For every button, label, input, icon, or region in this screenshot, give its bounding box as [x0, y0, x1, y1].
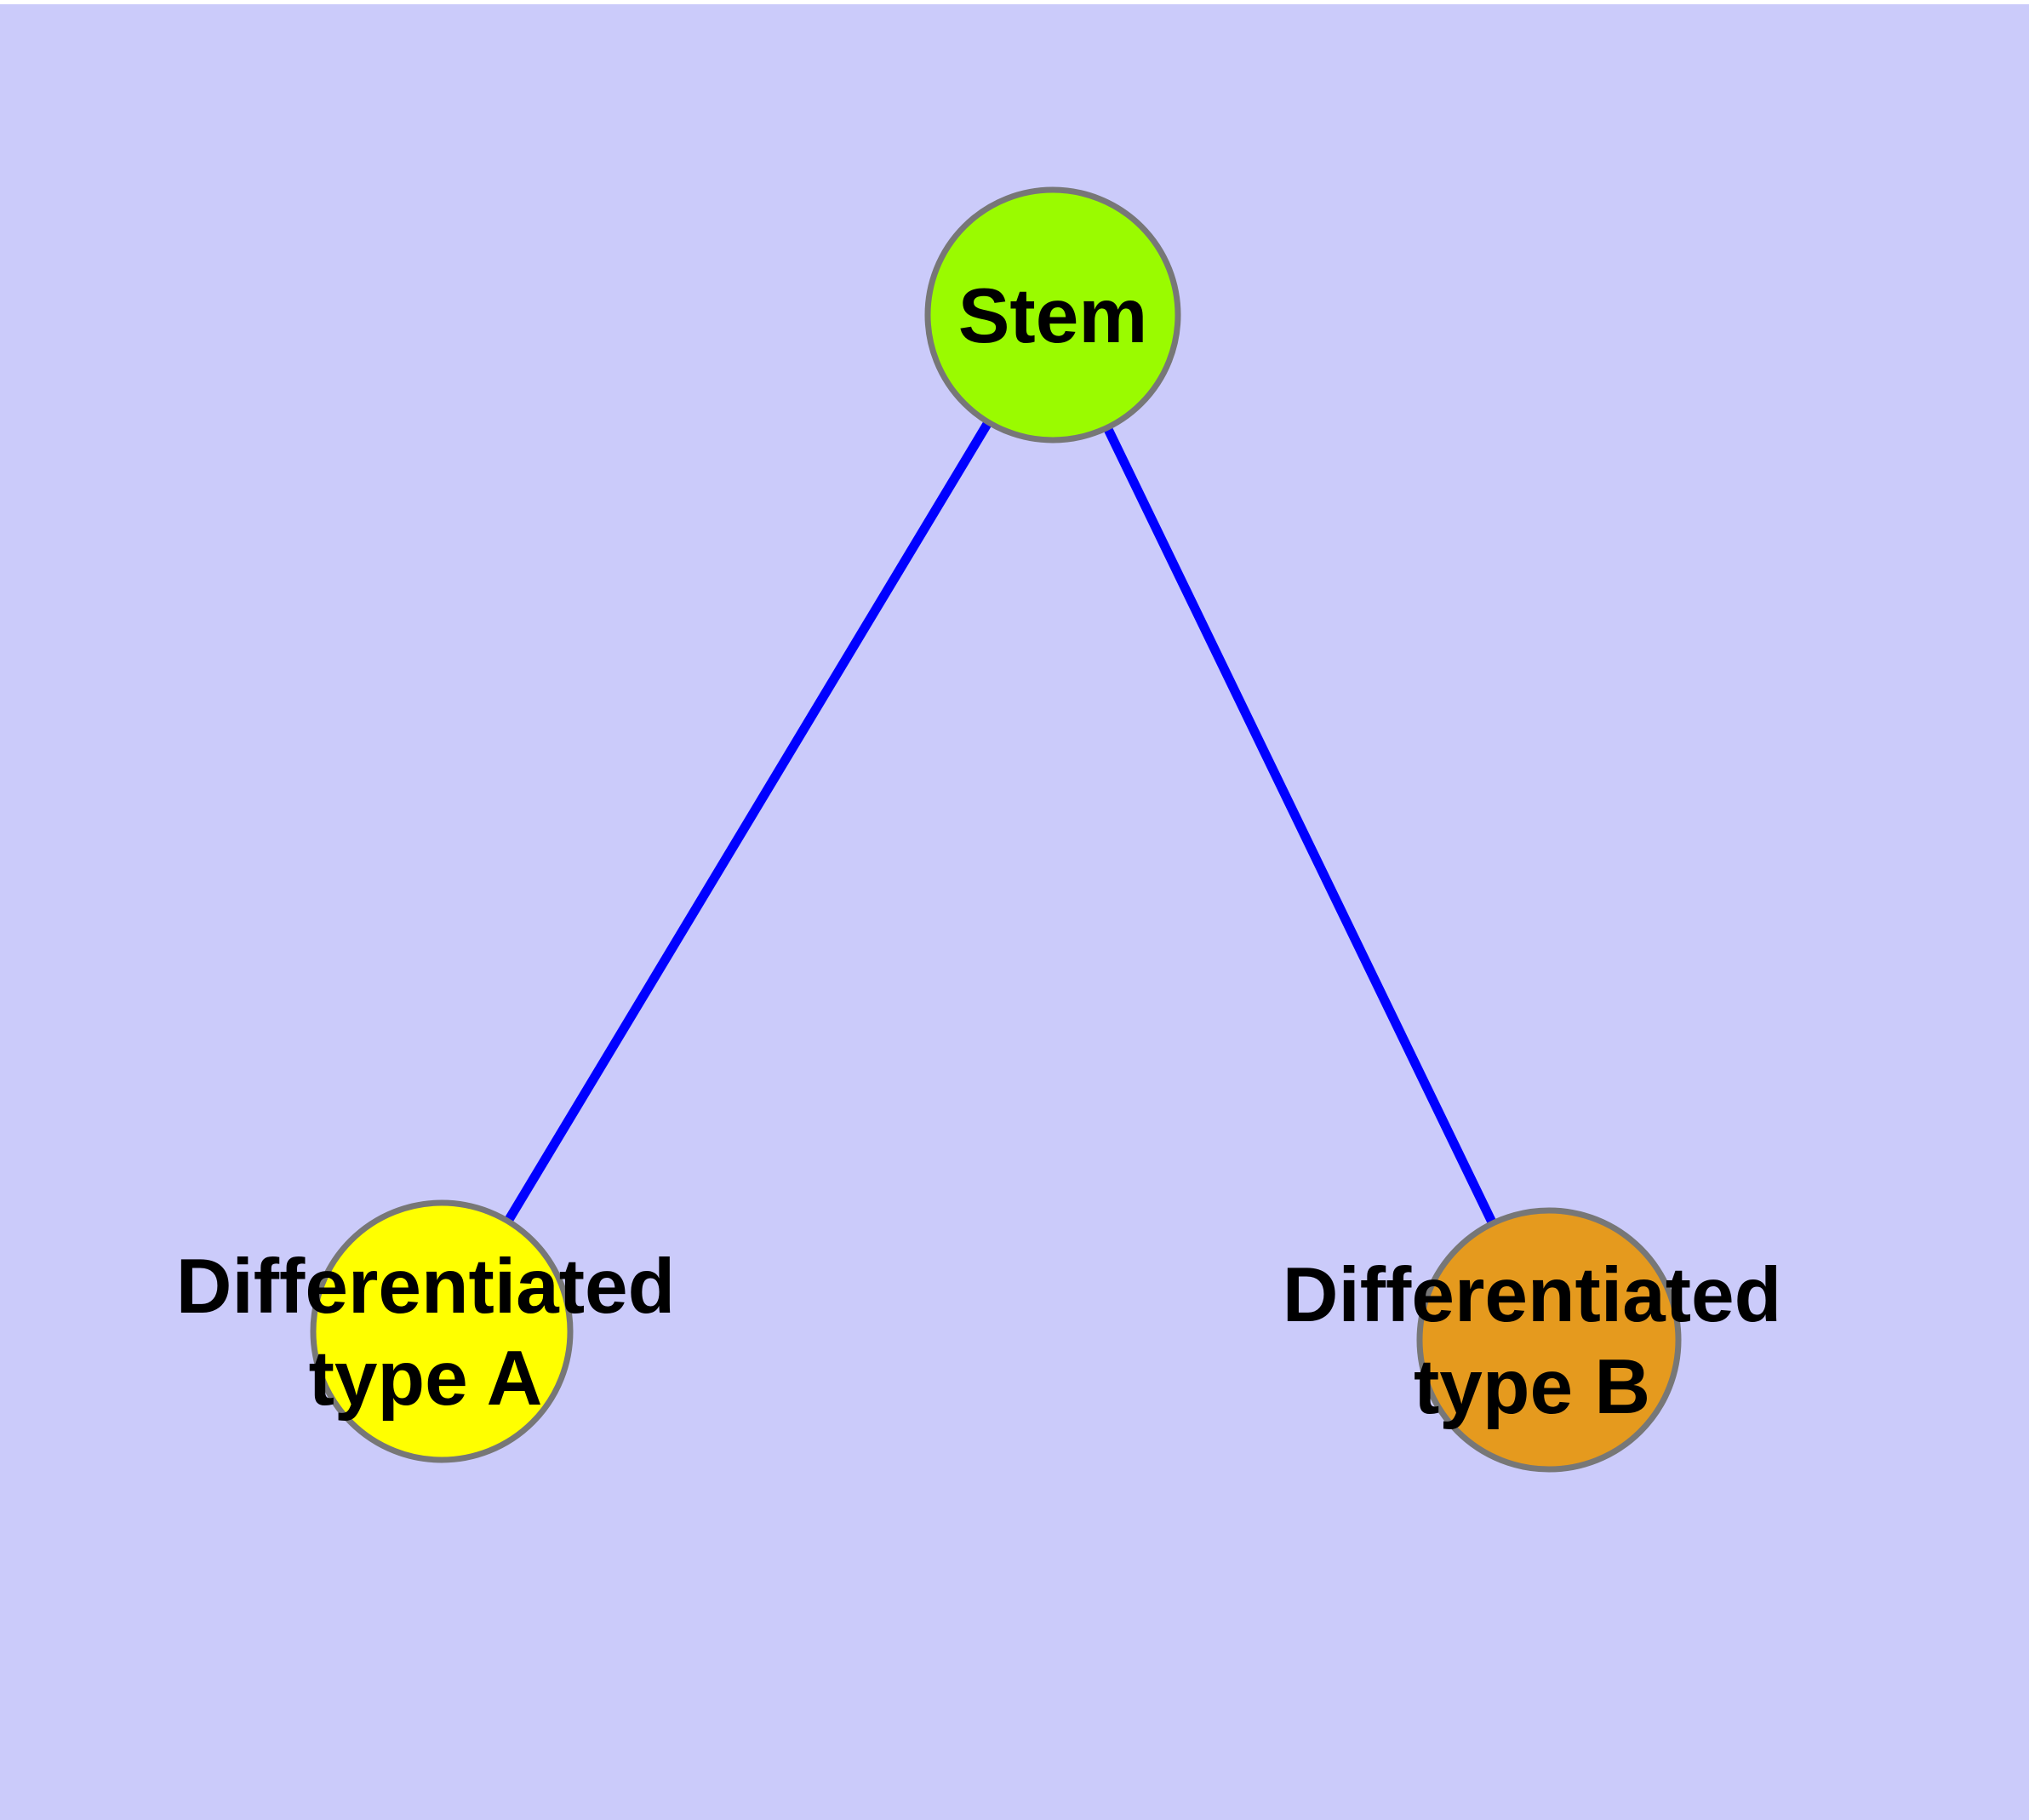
edge-stem-to-type-a [437, 312, 1057, 1334]
node-type-b-label-line1: Differentiated [1283, 1252, 1782, 1338]
node-differentiated-type-a: Differentiated type A [176, 1199, 676, 1463]
node-stem: Stem [924, 186, 1181, 444]
node-stem-label: Stem [958, 273, 1148, 359]
edge-stem-to-type-b [1049, 312, 1553, 1342]
node-type-a-circle [310, 1199, 574, 1463]
node-type-b-circle [1416, 1207, 1682, 1473]
top-edge-strip [0, 0, 2029, 4]
node-stem-circle [924, 186, 1181, 444]
node-type-b-label-line2: type B [1414, 1344, 1650, 1430]
node-differentiated-type-b: Differentiated type B [1283, 1207, 1782, 1473]
edge-layer [437, 312, 1553, 1342]
node-type-a-label-line1: Differentiated [176, 1244, 676, 1330]
node-type-a-label-line2: type A [309, 1336, 543, 1422]
